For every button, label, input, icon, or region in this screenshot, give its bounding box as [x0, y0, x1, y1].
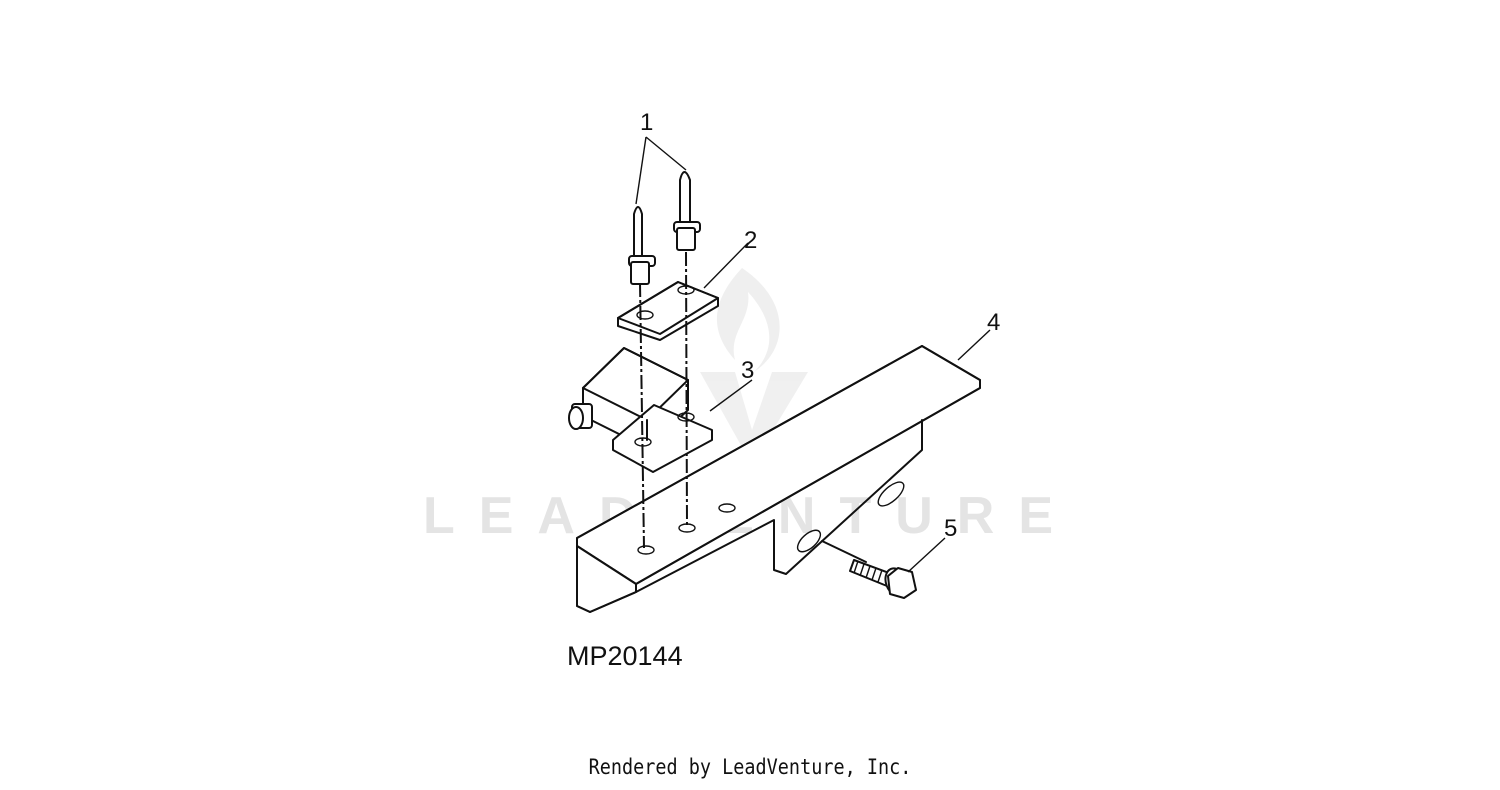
assembly-center-lines — [639, 251, 688, 549]
hinge-block-part-3 — [568, 347, 713, 473]
callout-3: 3 — [741, 357, 754, 384]
callout-2: 2 — [744, 227, 757, 254]
bolt-part-5 — [821, 540, 917, 599]
rivet-part-1-right — [673, 171, 701, 251]
callout-1: 1 — [640, 109, 653, 136]
footer-credit: Rendered by LeadVenture, Inc. — [588, 755, 912, 779]
watermark-logo — [700, 268, 808, 465]
leader-lines — [635, 136, 991, 573]
angle-bracket-part-4 — [576, 345, 981, 613]
callout-4: 4 — [987, 309, 1000, 336]
figure-id: MP20144 — [567, 641, 683, 671]
rivet-part-1-left — [628, 206, 656, 285]
callout-5: 5 — [944, 515, 957, 542]
plate-part-2 — [617, 281, 719, 341]
